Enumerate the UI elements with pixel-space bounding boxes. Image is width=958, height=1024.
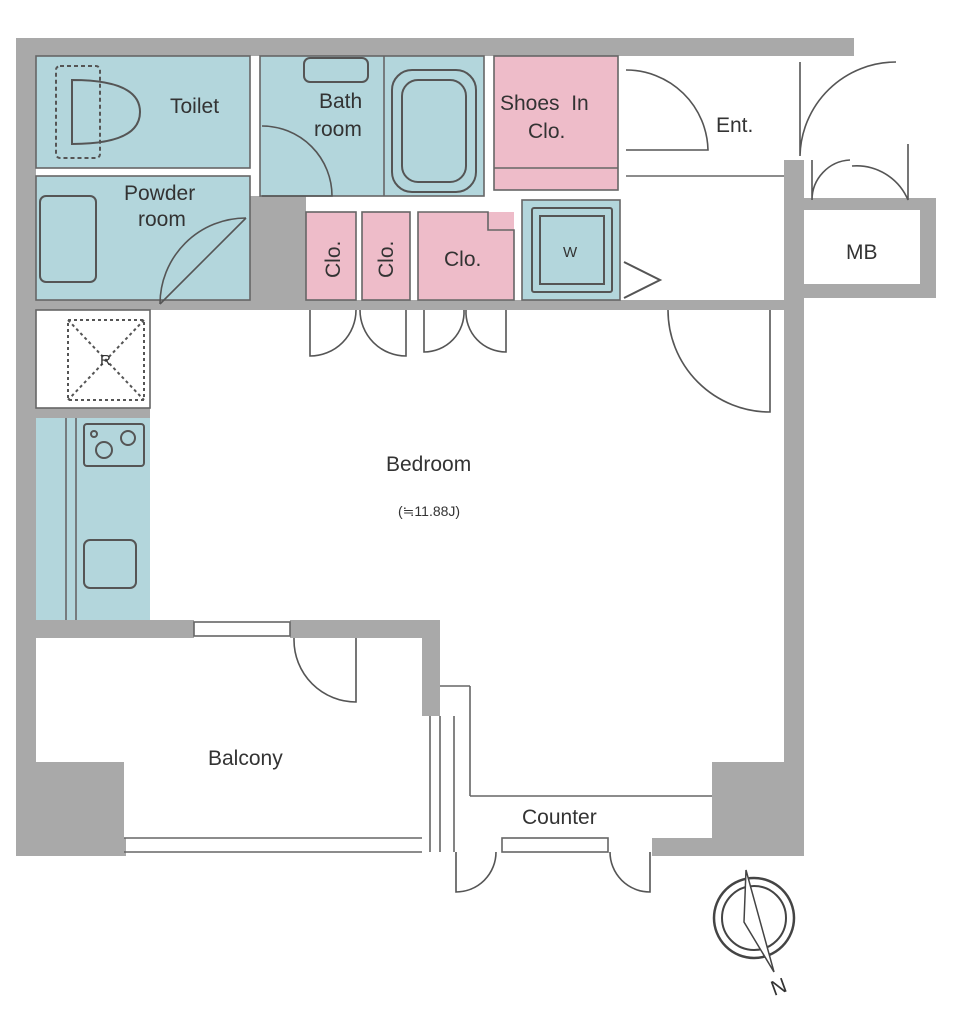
sink-icon [39,195,97,283]
powder-room-label-line1: Powder [124,182,195,205]
balcony-floor-lower [124,762,422,838]
bedroom-floor-lower [440,620,784,762]
shoes-closet-label-line2: Clo. [528,120,565,143]
counter-door-left [455,851,497,893]
balcony-floor [36,638,422,762]
north-arrow-icon: N [712,869,796,1001]
closet-b-floor [362,212,410,300]
entrance-inner-door [625,69,709,151]
bath-door [261,125,333,197]
entrance-label: Ent. [716,114,753,137]
toilet-label: Toilet [170,95,219,118]
closet-a-door [309,309,357,357]
bath-sink-icon [303,57,369,83]
balcony-door [293,638,357,703]
mb-door-left [811,159,851,201]
closet-c-door-right [465,309,507,353]
bathtub-icon [391,69,477,193]
powder-room-label-line2: room [138,208,186,231]
kitchen-sink-icon [83,539,137,589]
kitchen-floor [36,418,150,620]
closet-c-floor [418,212,514,300]
closet-b-door [359,309,407,357]
balcony-label: Balcony [208,747,283,770]
mb-label: MB [846,241,878,264]
fridge-label: R [100,352,111,369]
fridge-icon [67,319,145,401]
toilet-icon [55,65,101,159]
bedroom-door [667,309,771,413]
closet-a-label: Clo. [322,241,345,278]
mb-floor [804,210,920,284]
fridge-space-floor [36,310,150,408]
closet-c-door-left [423,309,465,353]
closet-a-floor [306,212,356,300]
bedroom-label: Bedroom [386,453,471,476]
closet-b-label: Clo. [375,241,398,278]
partitions [35,55,784,853]
bedroom-size-label: (≒11.88J) [398,503,460,519]
fixtures [39,57,663,589]
counter-door-right [609,851,651,893]
north-label: N [768,974,790,1001]
counter-floor [470,762,712,838]
washer-icon [531,207,613,293]
bathroom-floor [260,56,484,196]
shoes-closet-label-line1: Shoes In [500,92,589,115]
stove-icon [83,423,145,467]
entrance-floor [626,56,784,300]
powder-door [159,217,247,305]
closet-c-label: Clo. [444,248,481,271]
front-door [799,61,897,157]
bedroom-floor [150,310,784,620]
doors [159,61,909,893]
washer-label: W [563,244,578,261]
bathroom-label-line1: Bath [319,90,362,113]
outside-door-area [784,56,858,160]
bathroom-label-line2: room [314,118,362,141]
mb-door-right [851,144,909,201]
labels: Toilet Bath room Powder room Shoes In Cl… [100,90,878,829]
counter-label: Counter [522,806,597,829]
